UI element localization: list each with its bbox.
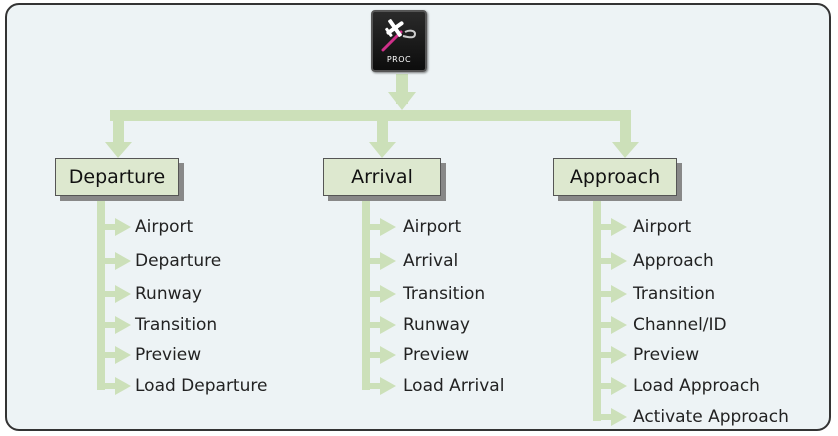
arrival-item-transition: Transition: [403, 284, 486, 304]
drop-approach: [620, 110, 631, 148]
departure-branch-arrow: [101, 316, 131, 334]
branch-arrows: [97, 196, 627, 426]
departure-item-preview: Preview: [135, 345, 202, 365]
arrival-branch-arrow: [366, 218, 396, 236]
arrival-branch-arrow: [366, 346, 396, 364]
departure-branch-arrow: [101, 252, 131, 270]
proc-button-label: PROC: [386, 55, 412, 64]
departure-item-load-departure: Load Departure: [135, 376, 268, 396]
approach-branch-arrow: [597, 408, 627, 426]
arrival-item-arrival: Arrival: [403, 251, 459, 271]
bus-line: [110, 110, 630, 121]
arrival-item-airport: Airport: [403, 217, 462, 237]
approach-branch-arrow: [597, 377, 627, 395]
departure-branch-arrow: [101, 346, 131, 364]
departure-item-airport: Airport: [135, 217, 194, 237]
drop-departure: [113, 110, 124, 148]
drop-arrow-departure: [105, 142, 132, 158]
arrival-branch-arrow: [366, 377, 396, 395]
arrival-branch-arrow: [366, 285, 396, 303]
arrival-item-runway: Runway: [403, 315, 470, 335]
proc-button[interactable]: PROC: [371, 10, 427, 72]
drop-arrival: [377, 110, 388, 148]
airplane-procedure-icon: [381, 19, 417, 52]
approach-item-channel-id: Channel/ID: [633, 315, 727, 335]
departure-branch-arrow: [101, 377, 131, 395]
diagram-panel: [5, 3, 831, 431]
drop-arrow-arrival: [369, 142, 396, 158]
departure-item-transition: Transition: [135, 315, 218, 335]
arrival-header: Arrival: [323, 158, 441, 196]
trunk-arrow: [388, 92, 416, 110]
arrival-branch-arrow: [366, 252, 396, 270]
departure-item-runway: Runway: [135, 284, 202, 304]
approach-branch-spine: [593, 196, 601, 421]
approach-item-preview: Preview: [633, 345, 700, 365]
approach-item-activate-approach: Activate Approach: [633, 407, 789, 427]
departure-header: Departure: [55, 158, 179, 196]
drop-arrow-approach: [612, 142, 639, 158]
approach-header: Approach: [553, 158, 677, 196]
departure-item-departure: Departure: [135, 251, 222, 271]
departure-branch-arrow: [101, 285, 131, 303]
approach-item-transition: Transition: [633, 284, 716, 304]
arrival-item-load-arrival: Load Arrival: [403, 376, 505, 396]
approach-item-airport: Airport: [633, 217, 692, 237]
approach-item-approach: Approach: [633, 251, 714, 271]
approach-branch-arrow: [597, 285, 627, 303]
approach-branch-arrow: [597, 252, 627, 270]
arrival-item-preview: Preview: [403, 345, 470, 365]
approach-branch-arrow: [597, 316, 627, 334]
departure-branch-arrow: [101, 218, 131, 236]
approach-branch-arrow: [597, 346, 627, 364]
approach-branch-arrow: [597, 218, 627, 236]
arrival-branch-arrow: [366, 316, 396, 334]
approach-item-load-approach: Load Approach: [633, 376, 760, 396]
